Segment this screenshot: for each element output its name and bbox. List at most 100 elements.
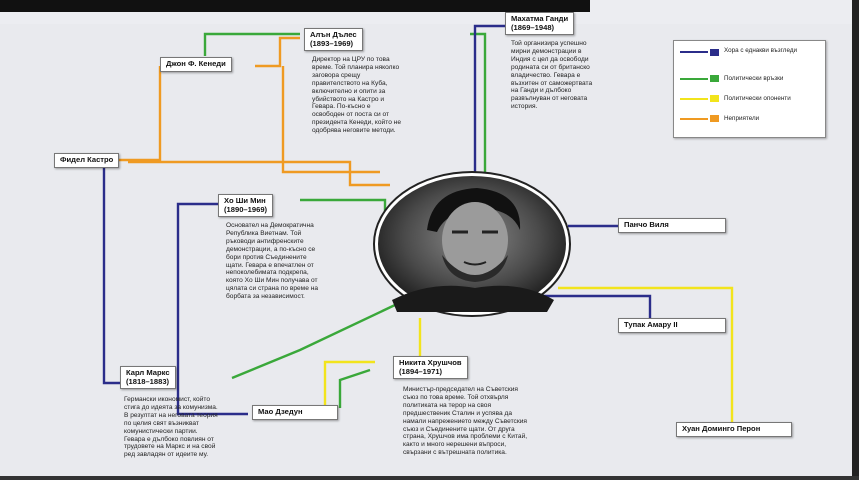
marx-desc-line: Германски икономист, който <box>124 396 211 403</box>
dulles-desc-line: заговора срещу <box>312 71 361 79</box>
line-dulles-che <box>281 66 380 174</box>
line-castro-marx <box>102 168 120 385</box>
marx-desc-line: ред завладян от идеите му. <box>124 451 209 459</box>
dulles-name: Алън Дълес <box>310 30 357 39</box>
khrushchev-desc-line: намали напрежението между Съветския <box>403 417 527 425</box>
marx-desc-line: стига до идеята за комунизма. <box>124 403 218 411</box>
node-khrushchev: Никита Хрушчов (1894–1971) <box>393 356 468 380</box>
dulles-desc-line: правителството на Куба, <box>312 79 388 87</box>
mao-name: Мао Дзедун <box>258 407 303 416</box>
che-guevara-portrait <box>373 171 571 317</box>
ho-desc-line: цялата си страна по време на <box>226 285 319 293</box>
peron-name: Хуан Доминго Перон <box>682 424 761 433</box>
khrushchev-desc-line: предшественик Сталин и успява да <box>403 409 513 417</box>
gandhi-description: Той организира успешно мирни демонстраци… <box>511 40 631 111</box>
marx-desc-line: по целия свят възникват <box>124 419 199 427</box>
dulles-description: Директор на ЦРУ по това време. Той плани… <box>312 56 452 135</box>
node-villa: Панчо Виля <box>618 218 726 233</box>
gandhi-desc-line: развълнуван от неговата <box>511 95 588 103</box>
node-mao: Мао Дзедун <box>252 405 338 420</box>
ho-desc-line: демонстрации, а по-късно се <box>226 245 316 253</box>
khrushchev-desc-line: свързани с вътрешната политика. <box>403 449 507 457</box>
khrushchev-desc-line: съюз и Съединените щати. От друга <box>403 425 515 433</box>
gandhi-desc-line: Индия с цел да освободи <box>511 55 589 63</box>
line-gandhi-che <box>473 24 505 180</box>
dulles-desc-line: одобрява неговите методи. <box>312 127 396 135</box>
ho-desc-line: непоколебимата подкрепа, <box>226 269 309 277</box>
dulles-desc-line: освободен от поста си от <box>312 111 390 119</box>
ho-desc-line: която Хо Ши Мин получава от <box>226 277 318 285</box>
marx-years: (1818–1883) <box>126 376 170 386</box>
marx-desc-line: трудовете на Маркс и на свой <box>124 443 216 451</box>
line-ho-marx <box>176 202 218 366</box>
ho-desc-line: борбата за независимост. <box>226 293 305 301</box>
khrushchev-years: (1894–1971) <box>399 366 443 376</box>
dulles-desc-line: Директор на ЦРУ по това <box>312 56 390 63</box>
node-castro: Фидел Кастро <box>54 153 120 168</box>
gandhi-desc-line: история. <box>511 103 538 111</box>
dulles-desc-line: Гевара. По-късно е <box>312 103 371 111</box>
node-marx: Карл Маркс (1818–1883) <box>120 366 176 390</box>
legend-label-political-ties: Политически връзки <box>724 75 784 82</box>
legend-swatch-political-ties <box>710 75 719 82</box>
gandhi-desc-line: на Ганди и дълбоко <box>511 87 572 95</box>
ho-desc-line: Основател на Демократична <box>226 222 314 229</box>
gandhi-desc-line: Той организира успешно <box>511 40 587 47</box>
ho-desc-line: бори против Съединените <box>226 253 307 261</box>
dulles-desc-line: убийството на Кастро и <box>312 95 385 103</box>
gandhi-desc-line: владичество. Гевара е <box>511 71 581 79</box>
dulles-desc-line: включително и опити за <box>312 87 386 95</box>
line-che-marx <box>231 303 396 380</box>
gandhi-desc-line: родината си от британско <box>511 63 590 71</box>
top-title-bar <box>0 0 590 12</box>
villa-name: Панчо Виля <box>624 220 669 229</box>
node-tupac: Тупак Амару II <box>618 318 726 333</box>
line-khrushchev-mao-green <box>338 368 371 408</box>
khrushchev-name: Никита Хрушчов <box>399 358 462 367</box>
ho-name: Хо Ши Мин <box>224 196 266 205</box>
ho-desc-line: Република Виетнам. Той <box>226 229 302 237</box>
ho-desc-line: щати. Гевара е впечатлен от <box>226 261 314 269</box>
khrushchev-desc-line: Министър-председател на Съветския <box>403 386 518 393</box>
line-castro-che <box>128 160 390 187</box>
legend-swatch-political-opponents <box>710 95 719 102</box>
bottom-edge-bar <box>0 476 859 480</box>
khrushchev-desc-line: както и много нерешени въпроси, <box>403 441 507 449</box>
ho-years: (1890–1969) <box>224 204 268 214</box>
legend-label-enemies: Неприятели <box>724 115 760 122</box>
kennedy-name: Джон Ф. Кенеди <box>166 59 226 68</box>
tupac-name: Тупак Амару II <box>624 320 678 329</box>
line-castro-kennedy <box>88 66 162 162</box>
khrushchev-desc-line: страна, Хрушчов има проблеми с Китай, <box>403 433 528 441</box>
khrushchev-desc-line: политиката на терор на своя <box>403 401 492 409</box>
khrushchev-desc-line: съюз по това време. Той отхвърля <box>403 393 509 401</box>
gandhi-name: Махатма Ганди <box>511 14 569 23</box>
line-che-peron <box>558 286 734 422</box>
node-kennedy: Джон Ф. Кенеди <box>160 57 232 72</box>
right-edge-bar <box>852 0 859 480</box>
dulles-years: (1893–1969) <box>310 38 354 48</box>
line-khrushchev-mao <box>323 360 375 405</box>
khrushchev-description: Министър-председател на Съветския съюз п… <box>403 386 563 457</box>
node-dulles: Алън Дълес (1893–1969) <box>304 28 363 52</box>
legend-swatch-same-views <box>710 49 719 56</box>
line-kennedy-green <box>203 32 300 56</box>
gandhi-years: (1869–1948) <box>511 22 555 32</box>
legend-label-political-opponents: Политически опоненти <box>724 95 791 102</box>
marx-desc-line: Гевара е дълбоко повлиян от <box>124 435 214 443</box>
marx-desc-line: В резултат на неговата теория <box>124 411 218 419</box>
marx-description: Германски икономист, който стига до идея… <box>124 396 254 459</box>
marx-name: Карл Маркс <box>126 368 170 377</box>
node-gandhi: Махатма Ганди (1869–1948) <box>505 12 575 36</box>
dulles-desc-line: време. Той планира няколко <box>312 63 400 71</box>
legend-lines <box>680 51 708 120</box>
ho-description: Основател на Демократична Република Виет… <box>226 222 366 301</box>
legend-label-same-views: Хора с еднакви възгледи <box>724 47 798 54</box>
ho-desc-line: ръководи антифренските <box>226 237 304 245</box>
legend-swatch-enemies <box>710 115 719 122</box>
node-peron: Хуан Доминго Перон <box>676 422 792 437</box>
line-tupac-che <box>540 294 652 318</box>
gandhi-desc-line: възхитен от саможертвата <box>511 79 593 87</box>
node-ho-chi-minh: Хо Ши Мин (1890–1969) <box>218 194 274 218</box>
line-kennedy-dulles <box>255 36 300 68</box>
